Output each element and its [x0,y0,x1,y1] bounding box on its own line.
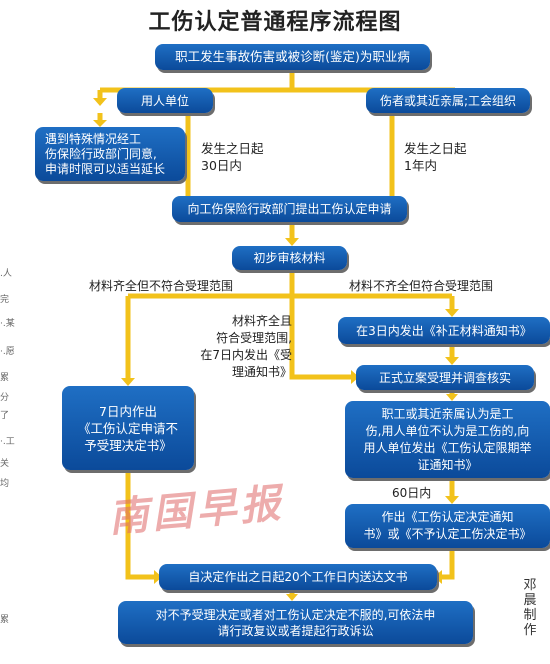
side-text-fragment: ·.愿 [0,347,15,357]
start-box: 职工发生事故伤害或被诊断(鉴定)为职业病 [155,44,430,70]
side-text-fragment: ·.某 [0,319,15,329]
complete-qualified-label: 材料齐全且 符合受理范围, 在7日内发出《受 理通知书》 [200,314,292,379]
connector-to-investigate [289,296,355,380]
deliver-box: 自决定作出之日起20个工作日内送达文书 [159,564,437,590]
side-text-fragment: 均 [0,479,10,489]
arrow-to-supplement [445,309,459,317]
supplement-box: 在3日内发出《补正材料通知书》 [338,317,550,344]
injured-box: 伤者或其近亲属;工会组织 [366,88,530,113]
appeal-box: 对不予受理决定或者对工伤认定决定不服的,可依法申 请行政复议或者提起行政诉讼 [118,601,473,644]
arrow-to-extension [93,120,107,127]
side-text-fragment: ·.工 [0,437,15,447]
connector-injured-apply [385,113,395,211]
incomplete-qualified-label: 材料不齐全但符合受理范围 [349,279,494,293]
employer-box: 用人单位 [117,88,213,113]
burden-of-proof-box: 职工或其近亲属认为是工 伤,用人单位不认为是工伤的,向 用人单位发出《工伤认定限… [345,401,550,478]
arrow-to-not-accept [121,378,135,386]
arrow-to-employer [93,98,107,106]
decision-box: 作出《工伤认定决定通知 书》或《不予认定工伤决定书》 [345,504,550,548]
extension-box: 遇到特殊情况经工 伤保险行政部门同意, 申请时限可以适当延长 [35,127,185,181]
not-accept-box: 7日内作出 《工伤认定申请不 予受理决定书》 [62,386,194,470]
page-title: 工伤认定普通程序流程图 [148,10,402,35]
side-text-fragment: 累 [0,615,10,625]
arrow-to-investigate [351,370,359,384]
connector-decision-deliver [438,548,455,580]
complete-not-qualified-label: 材料齐全但不符合受理范围 [89,279,234,293]
side-text-fragment: 累 [0,373,10,383]
arrow-supplement-investigate [445,357,459,365]
employer-deadline-note: 发生之日起 30日内 [201,141,264,173]
author-credit: 邓晨制作 [523,578,537,638]
side-text-fragment: 关 [0,459,10,469]
arrow-to-decision [445,496,459,504]
side-text-fragment: 分 [0,393,10,403]
arrow-decision-deliver [434,570,442,584]
side-text-fragment: 完 [0,295,10,305]
sixty-days-label: 60日内 [392,486,432,500]
review-box: 初步审核材料 [232,246,347,270]
arrow-to-review [285,238,299,246]
arrow-not-accept-deliver [154,570,162,584]
investigate-box: 正式立案受理并调查核实 [356,365,534,390]
arrow-to-burden [446,394,458,401]
connector-not-accept-deliver [125,470,158,580]
side-text-fragment: 了 [0,411,10,421]
injured-deadline-note: 发生之日起 1年内 [404,141,467,173]
side-text-fragment: .人 [0,269,12,279]
connector-start-split [97,70,458,100]
apply-box: 向工伤保险行政部门提出工伤认定申请 [172,196,407,222]
arrow-to-appeal [286,594,298,601]
